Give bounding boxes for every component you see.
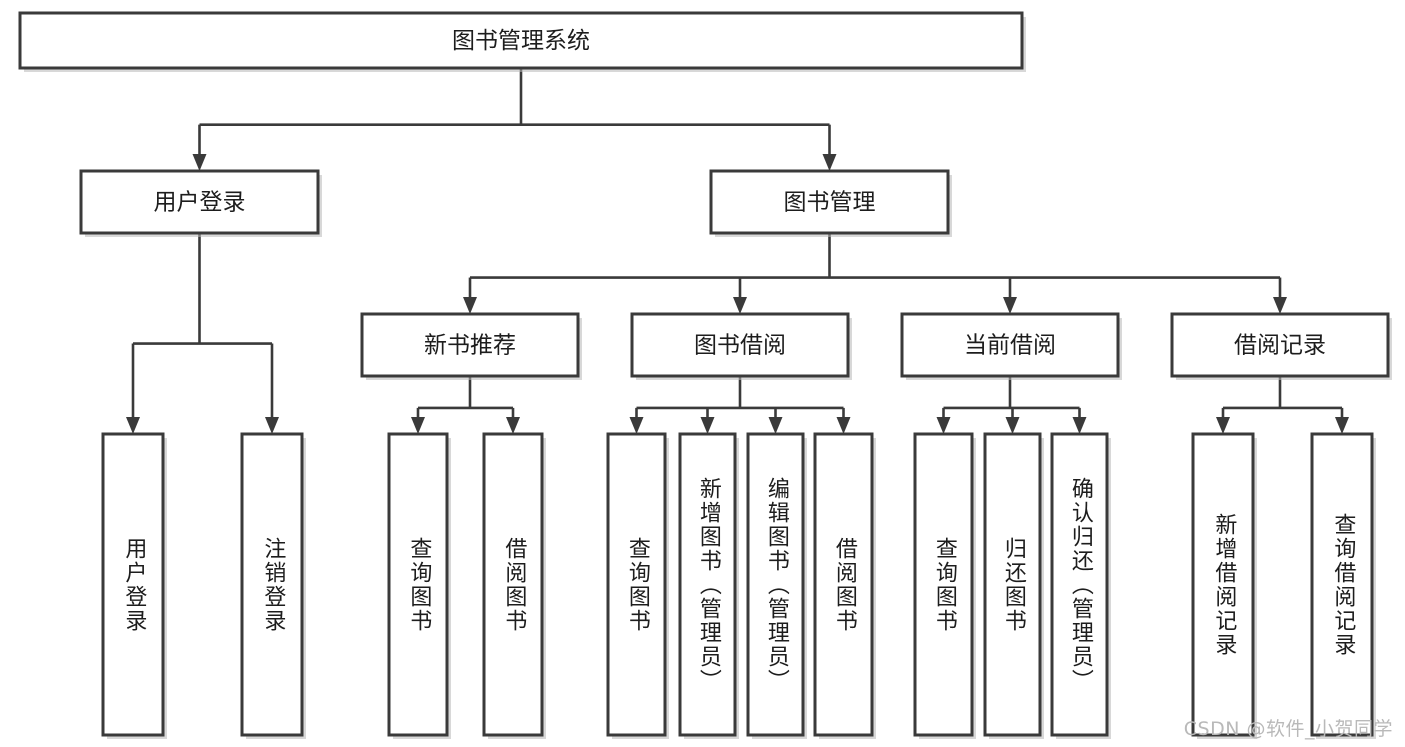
node-box-leaf-borrow-book-recommend[interactable] (482, 432, 544, 737)
node-label-root: 图书管理系统 (452, 28, 590, 54)
node-box-leaf-edit-book[interactable] (746, 432, 805, 737)
node-box-leaf-query-book-borrow[interactable] (606, 432, 667, 737)
edge-group-book-borrow (629, 376, 851, 434)
watermark-text: CSDN @软件_小贺同学 (1183, 718, 1393, 740)
node-box-current-borrow[interactable] (900, 312, 1120, 378)
node-box-book-borrow[interactable] (630, 312, 850, 378)
node-label-new-book-recommend: 新书推荐 (424, 333, 516, 359)
node-box-leaf-user-login[interactable] (101, 432, 165, 737)
node-box-root[interactable] (18, 11, 1024, 70)
node-box-leaf-logout[interactable] (240, 432, 304, 737)
node-label-book-borrow: 图书借阅 (694, 333, 786, 359)
node-box-book-manage[interactable] (709, 169, 950, 235)
node-box-borrow-record[interactable] (1170, 312, 1390, 378)
node-box-leaf-query-book-current[interactable] (913, 432, 974, 737)
node-box-leaf-return-book[interactable] (983, 432, 1042, 737)
boxes-layer (18, 11, 1392, 739)
node-label-book-manage: 图书管理 (784, 190, 876, 216)
node-box-leaf-confirm-return[interactable] (1050, 432, 1109, 737)
edge-group-current-borrow (936, 376, 1087, 434)
edges-layer (126, 68, 1349, 434)
node-box-new-book-recommend[interactable] (360, 312, 580, 378)
node-box-leaf-add-book[interactable] (678, 432, 737, 737)
edge-group-book-manage (463, 233, 1287, 314)
node-label-user-login: 用户登录 (154, 190, 246, 216)
node-label-borrow-record: 借阅记录 (1234, 333, 1326, 359)
edge-group-new-book-recommend (411, 376, 520, 434)
node-box-leaf-add-borrow-record[interactable] (1191, 432, 1255, 737)
node-label-current-borrow: 当前借阅 (964, 333, 1056, 359)
node-box-leaf-borrow-book[interactable] (813, 432, 874, 737)
node-box-leaf-query-borrow-record[interactable] (1310, 432, 1374, 737)
edge-group-user-login (126, 233, 279, 434)
node-box-leaf-query-book-recommend[interactable] (387, 432, 449, 737)
node-box-user-login[interactable] (79, 169, 320, 235)
edge-group-borrow-record (1216, 376, 1349, 434)
edge-group-root (192, 68, 837, 171)
